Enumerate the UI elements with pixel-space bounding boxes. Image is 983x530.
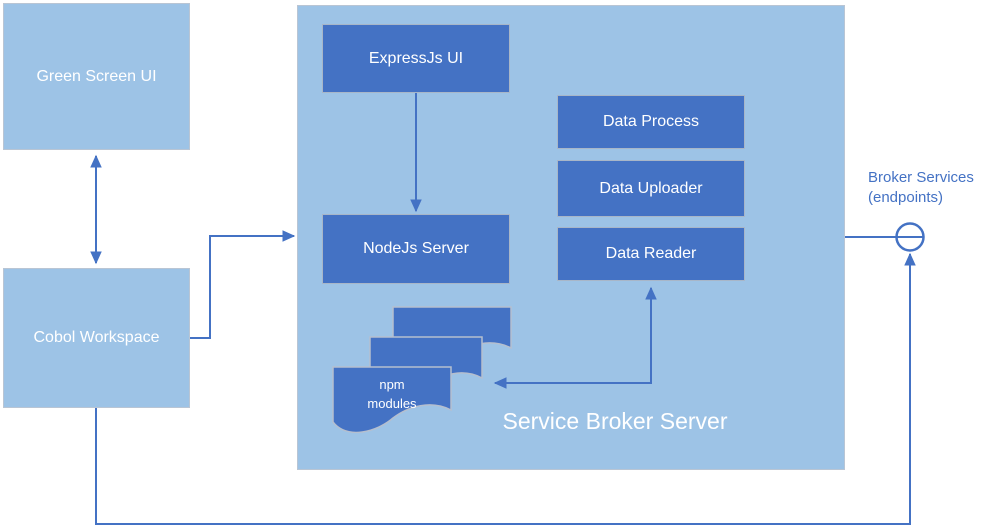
node-green-screen-ui-label: Green Screen UI bbox=[36, 67, 157, 85]
endpoint-label: Broker Services (endpoints) bbox=[868, 168, 983, 207]
node-data-process: Data Process bbox=[557, 95, 745, 149]
node-cobol-workspace: Cobol Workspace bbox=[3, 268, 190, 408]
endpoint-label-line2: (endpoints) bbox=[868, 188, 944, 206]
npm-modules-label-line2: modules bbox=[367, 395, 417, 411]
node-cobol-workspace-label: Cobol Workspace bbox=[33, 329, 160, 346]
node-nodejs-server: NodeJs Server bbox=[322, 214, 510, 284]
node-expressjs-ui: ExpressJs UI bbox=[322, 24, 510, 93]
arrow-cobol-to-broker bbox=[190, 230, 296, 339]
npm-modules-label: npm modules bbox=[335, 376, 449, 414]
endpoint-label-line1: Broker Services bbox=[868, 169, 974, 186]
node-data-reader: Data Reader bbox=[557, 227, 745, 281]
group-title: Service Broker Server bbox=[502, 408, 728, 434]
node-data-uploader: Data Uploader bbox=[557, 160, 745, 217]
node-data-uploader-label: Data Uploader bbox=[599, 179, 703, 197]
node-nodejs-server-label: NodeJs Server bbox=[363, 240, 469, 257]
node-green-screen-ui: Green Screen UI bbox=[3, 3, 190, 150]
node-data-process-label: Data Process bbox=[602, 113, 700, 130]
endpoint-circle-icon bbox=[895, 222, 925, 252]
node-data-reader-label: Data Reader bbox=[605, 245, 697, 262]
npm-modules-label-line1: npm bbox=[379, 377, 405, 392]
node-expressjs-ui-label: ExpressJs UI bbox=[368, 49, 464, 67]
